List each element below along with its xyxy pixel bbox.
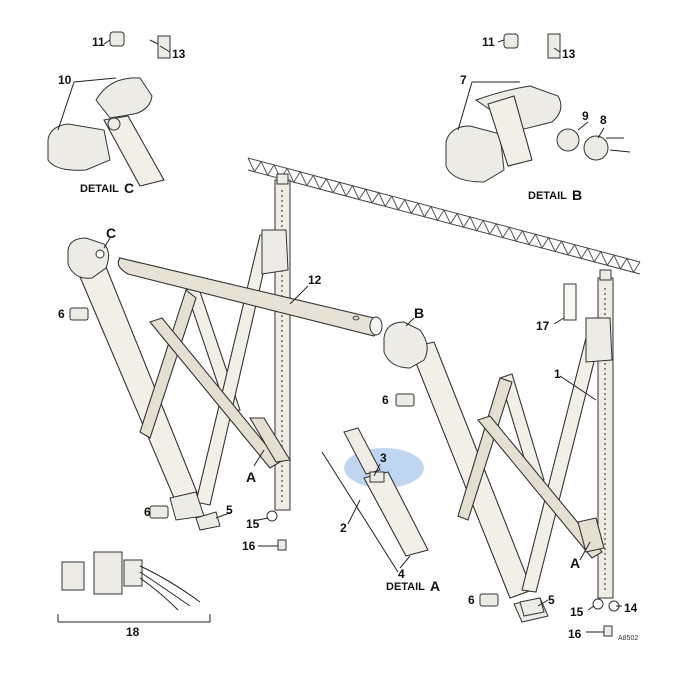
item-17-strip	[563, 283, 577, 321]
detail-a-letter: A	[430, 578, 440, 594]
callout-4: 4	[398, 567, 405, 581]
callout-6-d: 6	[468, 593, 475, 607]
callout-15-left: 15	[246, 517, 260, 531]
detail-c-letter: C	[124, 180, 134, 196]
callout-16-left: 16	[242, 539, 256, 553]
detail-a-inset	[321, 427, 429, 573]
detail-titles: DETAIL C DETAIL B DETAIL A	[80, 180, 582, 594]
callout-1: 1	[554, 367, 561, 381]
callout-7: 7	[460, 73, 467, 87]
callout-5-right: 5	[548, 593, 555, 607]
callout-13-right: 13	[562, 47, 576, 61]
callout-11-right: 11	[482, 35, 495, 49]
callout-14: 14	[624, 601, 638, 615]
callout-6-b: 6	[382, 393, 389, 407]
detail-c-inset	[47, 31, 171, 187]
callout-8: 8	[600, 113, 607, 127]
roller-tube	[117, 257, 383, 337]
detail-b-letter: B	[572, 187, 582, 203]
callout-11-left: 11	[92, 35, 105, 49]
callout-5-left: 5	[226, 503, 233, 517]
callout-letter-a-right: A	[570, 555, 580, 571]
callout-labels: 11 13 10 11 13 7 9 8 C 12 B 17 1 6 6 A 3…	[58, 35, 638, 641]
drawing-code: A8502	[618, 635, 638, 642]
detail-b-word: DETAIL	[528, 190, 567, 202]
detail-a-word: DETAIL	[386, 581, 425, 593]
end-cap-c	[67, 237, 110, 279]
right-arm-assembly	[383, 317, 613, 623]
callout-15-right: 15	[570, 605, 584, 619]
callout-2: 2	[340, 521, 347, 535]
awning-rail	[247, 157, 641, 275]
detail-b-inset	[445, 33, 631, 183]
callout-letter-b: B	[414, 305, 424, 321]
callout-6-c: 6	[144, 505, 151, 519]
callout-letter-a-left: A	[246, 469, 256, 485]
callout-letter-c: C	[106, 225, 116, 241]
callout-12: 12	[308, 273, 322, 287]
callout-10: 10	[58, 73, 72, 87]
callout-17: 17	[536, 319, 550, 333]
callout-13-left: 13	[172, 47, 186, 61]
callout-3: 3	[380, 451, 387, 465]
leader-lines	[57, 39, 622, 633]
detail-c-word: DETAIL	[80, 183, 119, 195]
hardware-items	[69, 307, 620, 637]
switch-bracket	[57, 551, 211, 623]
callout-16-right: 16	[568, 627, 582, 641]
callout-9: 9	[582, 109, 589, 123]
callout-18: 18	[126, 625, 140, 639]
callout-6-a: 6	[58, 307, 65, 321]
